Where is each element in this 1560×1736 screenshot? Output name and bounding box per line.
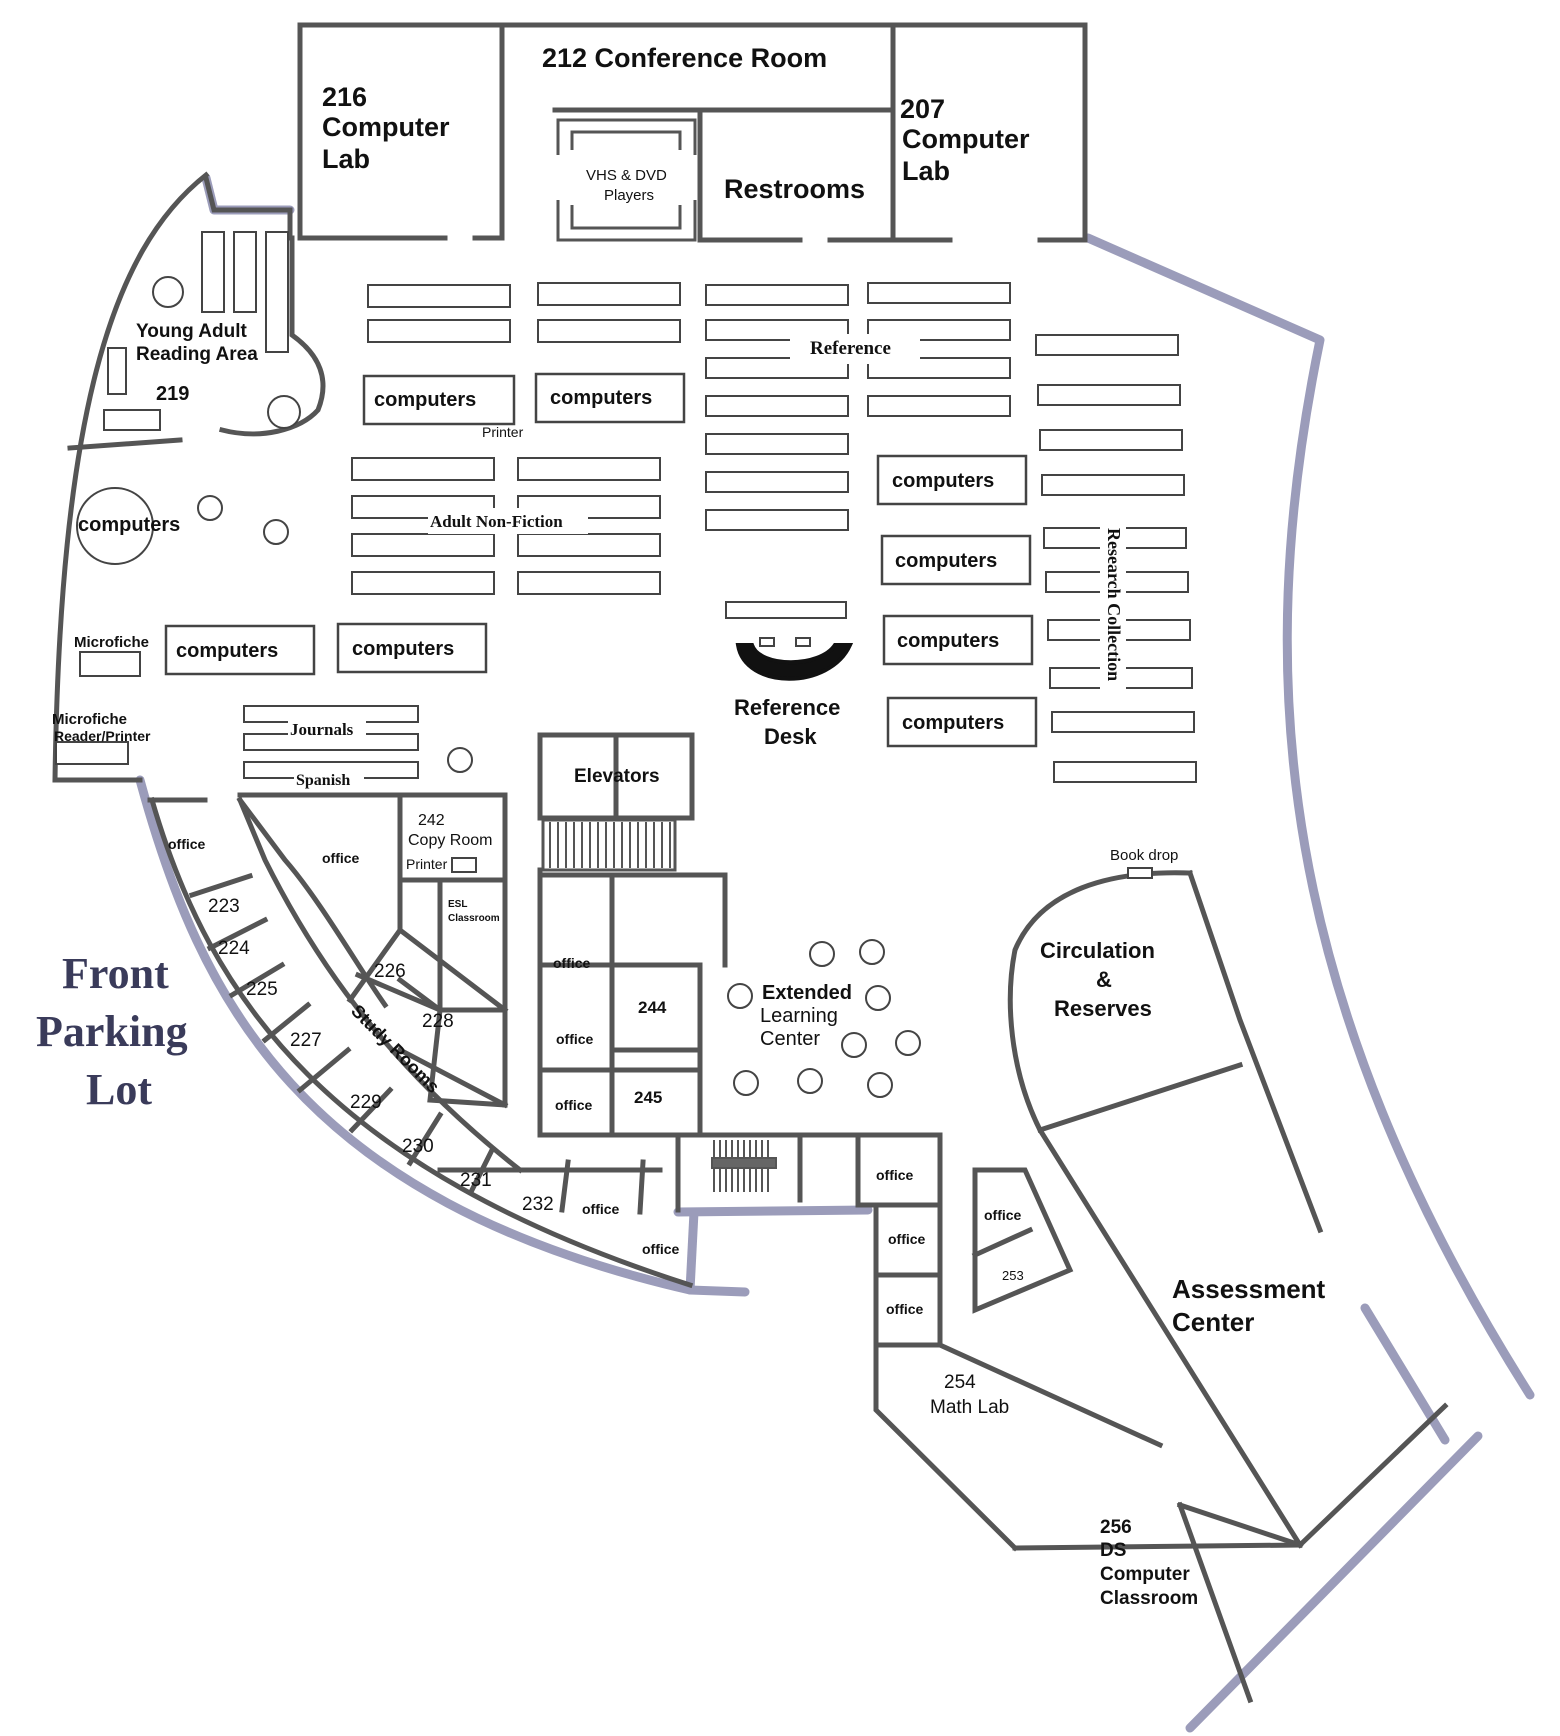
book-drop-label: Book drop (1110, 847, 1178, 864)
computers-label-4: computers (895, 550, 997, 572)
office-label-7: office (642, 1241, 680, 1257)
study-room-224: 224 (218, 938, 250, 959)
study-room-225: 225 (246, 979, 278, 1000)
room-labels: 216 Computer Lab 212 Conference Room 207… (36, 43, 1326, 1609)
office-label-11: office (984, 1207, 1022, 1223)
study-room-226: 226 (374, 961, 406, 982)
restrooms-label: Restrooms (724, 174, 865, 204)
study-room-231: 231 (460, 1170, 492, 1191)
ds-lab-line4: Classroom (1100, 1588, 1198, 1609)
adult-nonfiction-label: Adult Non-Fiction (430, 512, 563, 531)
study-room-229: 229 (350, 1092, 382, 1113)
computers-label-5: computers (897, 630, 999, 652)
room-216-number: 216 (322, 82, 367, 112)
reference-desk-line1: Reference (734, 695, 840, 720)
room-216-line2: Computer (322, 112, 450, 142)
ds-lab-line2: DS (1100, 1540, 1126, 1561)
room-219-label: 219 (156, 383, 189, 405)
stairs (549, 822, 777, 1192)
vhs-label-line2: Players (604, 187, 654, 204)
study-room-227: 227 (290, 1030, 322, 1051)
elc-line2: Learning (760, 1005, 838, 1027)
computers-label-1: computers (374, 389, 476, 411)
reference-desk-line2: Desk (764, 724, 817, 749)
ds-lab-line3: Computer (1100, 1564, 1190, 1585)
room-207-number: 207 (900, 94, 945, 124)
parking-line2: Parking (36, 1007, 188, 1056)
office-label-9: office (888, 1231, 926, 1247)
circulation-line1: Circulation (1040, 938, 1155, 963)
assessment-line1: Assessment (1172, 1274, 1326, 1304)
math-lab-number: 254 (944, 1372, 976, 1393)
copy-room-number: 242 (418, 812, 445, 829)
office-label-5: office (555, 1097, 593, 1113)
room-212-label: 212 Conference Room (542, 43, 827, 73)
math-lab-name: Math Lab (930, 1397, 1009, 1418)
office-label-2: office (322, 850, 360, 866)
office-label-6: office (582, 1201, 620, 1217)
round-tables (76, 276, 921, 1098)
esl-line2: Classroom (448, 913, 500, 924)
room-216-line3: Lab (322, 144, 370, 174)
office-label-3: office (553, 955, 591, 971)
parking-line3: Lot (86, 1065, 152, 1114)
computers-label-3: computers (892, 470, 994, 492)
copy-room-name: Copy Room (408, 832, 492, 849)
study-room-223: 223 (208, 896, 240, 917)
young-adult-line2: Reading Area (136, 344, 258, 365)
computers-label-9: computers (78, 514, 180, 536)
young-adult-line1: Young Adult (136, 321, 247, 342)
room-207-line3: Lab (902, 156, 950, 186)
elevators-label: Elevators (574, 766, 660, 787)
computers-label-8: computers (352, 638, 454, 660)
study-room-232: 232 (522, 1194, 554, 1215)
office-label-8: office (876, 1167, 914, 1183)
office-label-1: office (168, 836, 206, 852)
printer-label-2: Printer (406, 856, 448, 872)
study-room-228: 228 (422, 1011, 454, 1032)
esl-line1: ESL (448, 899, 467, 910)
interior-walls (52, 22, 1449, 1704)
printer-label-1: Printer (482, 424, 524, 440)
elc-line1: Extended (762, 982, 852, 1004)
room-245-label: 245 (634, 1088, 662, 1107)
circulation-line3: Reserves (1054, 996, 1152, 1021)
microfiche-reader-line1: Microfiche (52, 711, 127, 728)
computers-label-6: computers (902, 712, 1004, 734)
room-253-label: 253 (1002, 1268, 1024, 1283)
parking-line1: Front (62, 949, 169, 998)
study-room-230: 230 (402, 1136, 434, 1157)
microfiche-reader-line2: Reader/Printer (54, 728, 151, 744)
office-label-10: office (886, 1301, 924, 1317)
room-244-label: 244 (638, 998, 667, 1017)
journals-label: Journals (290, 720, 354, 739)
shelves (55, 231, 1197, 879)
circulation-line2: & (1096, 967, 1112, 992)
ds-lab-number: 256 (1100, 1517, 1132, 1538)
microfiche-label: Microfiche (74, 634, 149, 651)
vhs-label-line1: VHS & DVD (586, 167, 667, 184)
spanish-label: Spanish (296, 772, 350, 789)
computers-label-7: computers (176, 640, 278, 662)
computer-stations (164, 372, 1038, 748)
assessment-line2: Center (1172, 1307, 1254, 1337)
elc-line3: Center (760, 1028, 820, 1050)
office-label-4: office (556, 1031, 594, 1047)
room-207-line2: Computer (902, 124, 1030, 154)
research-collection-label: Research Collection (1104, 528, 1124, 681)
reference-label: Reference (810, 338, 891, 359)
computers-label-2: computers (550, 387, 652, 409)
reference-desk-counter (735, 643, 854, 681)
